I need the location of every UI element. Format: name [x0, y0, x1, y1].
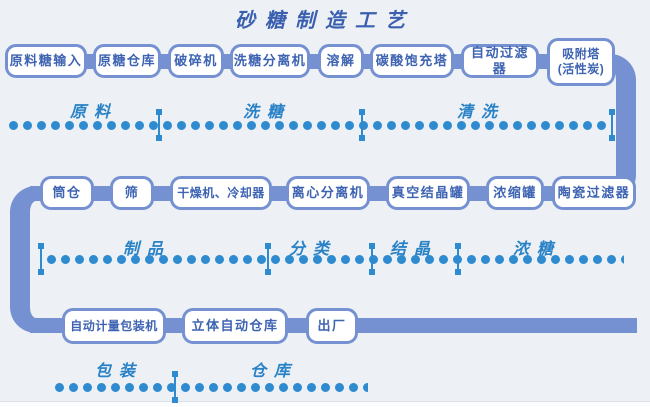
- section-label-sugar-washing: 洗糖: [243, 104, 292, 121]
- process-box-auto-filter: 自动过滤器: [461, 44, 539, 78]
- section-label-separation: 分类: [289, 241, 338, 258]
- process-box-label: 溶解: [326, 52, 356, 68]
- process-box-adsorption-tower: 吸附塔 (活性炭): [547, 38, 615, 86]
- tick-divider: [609, 109, 615, 141]
- process-box-dissolver: 溶解: [318, 44, 364, 78]
- process-box-label: 真空结晶罐: [391, 184, 465, 200]
- process-box-label: 原糖仓库: [97, 52, 156, 68]
- process-box-concentrator: 浓缩罐: [486, 176, 544, 210]
- section-label-crystallization: 结晶: [390, 241, 439, 258]
- process-box-label: 筛: [124, 184, 140, 200]
- process-box-ceramic-filter: 陶瓷过滤器: [552, 176, 636, 210]
- dotted-line-top: [8, 120, 610, 131]
- dotted-line-bottom: [54, 382, 368, 393]
- section-label-packaging: 包装: [95, 363, 144, 380]
- tick-divider: [359, 109, 365, 141]
- tick-divider: [172, 371, 178, 403]
- process-box-dryer-cooler: 干燥机、冷却器: [170, 176, 272, 210]
- tick-divider: [38, 243, 44, 275]
- process-box-label: 自动过滤器: [470, 44, 529, 76]
- process-box-label: 筒仓: [52, 184, 82, 200]
- process-box-label: 离心分离机: [291, 184, 365, 200]
- process-box-auto-weigh-packer: 自动计量包装机: [62, 308, 166, 344]
- process-box-label: 出厂: [317, 317, 347, 333]
- process-box-silo: 筒仓: [40, 176, 94, 210]
- process-box-vacuum-crystallizer: 真空结晶罐: [386, 176, 470, 210]
- dotted-line-middle: [46, 254, 624, 265]
- process-box-automated-warehouse: 立体自动仓库: [182, 308, 288, 344]
- process-box-label: 干燥机、冷却器: [177, 185, 265, 200]
- process-box-sieve: 筛: [110, 176, 154, 210]
- process-box-centrifuge: 离心分离机: [286, 176, 370, 210]
- tick-divider: [156, 109, 162, 141]
- section-label-warehouse: 仓库: [250, 363, 299, 380]
- section-label-cleaning: 清洗: [457, 104, 506, 121]
- process-box-shipment: 出厂: [306, 308, 358, 344]
- section-label-product: 制品: [123, 241, 172, 258]
- section-label-concentrated-sugar: 浓糖: [513, 241, 562, 258]
- process-box-label: 原料糖输入: [9, 52, 83, 68]
- process-box-carbonation-tower: 碳酸饱充塔: [370, 44, 454, 78]
- tick-divider: [265, 243, 271, 275]
- process-box-label: 吸附塔 (活性炭): [557, 47, 605, 76]
- process-box-label: 浓缩罐: [493, 184, 537, 200]
- process-box-label: 立体自动仓库: [191, 317, 279, 333]
- process-box-wash-separator: 洗糖分离机: [230, 44, 310, 78]
- process-box-label: 碳酸饱充塔: [375, 52, 449, 68]
- process-box-label: 洗糖分离机: [233, 52, 307, 68]
- section-label-raw-material: 原料: [70, 104, 119, 121]
- tick-divider: [455, 243, 461, 275]
- diagram-title: 砂糖制造工艺: [235, 10, 415, 32]
- tick-divider: [369, 243, 375, 275]
- process-box-label: 破碎机: [174, 52, 218, 68]
- process-box-label: 陶瓷过滤器: [557, 184, 631, 200]
- page-bottom-strip: [0, 401, 650, 407]
- process-box-crusher: 破碎机: [168, 44, 224, 78]
- process-box-label: 自动计量包装机: [70, 318, 158, 333]
- process-box-raw-sugar-store: 原糖仓库: [93, 44, 161, 78]
- process-box-raw-sugar-input: 原料糖输入: [5, 44, 87, 78]
